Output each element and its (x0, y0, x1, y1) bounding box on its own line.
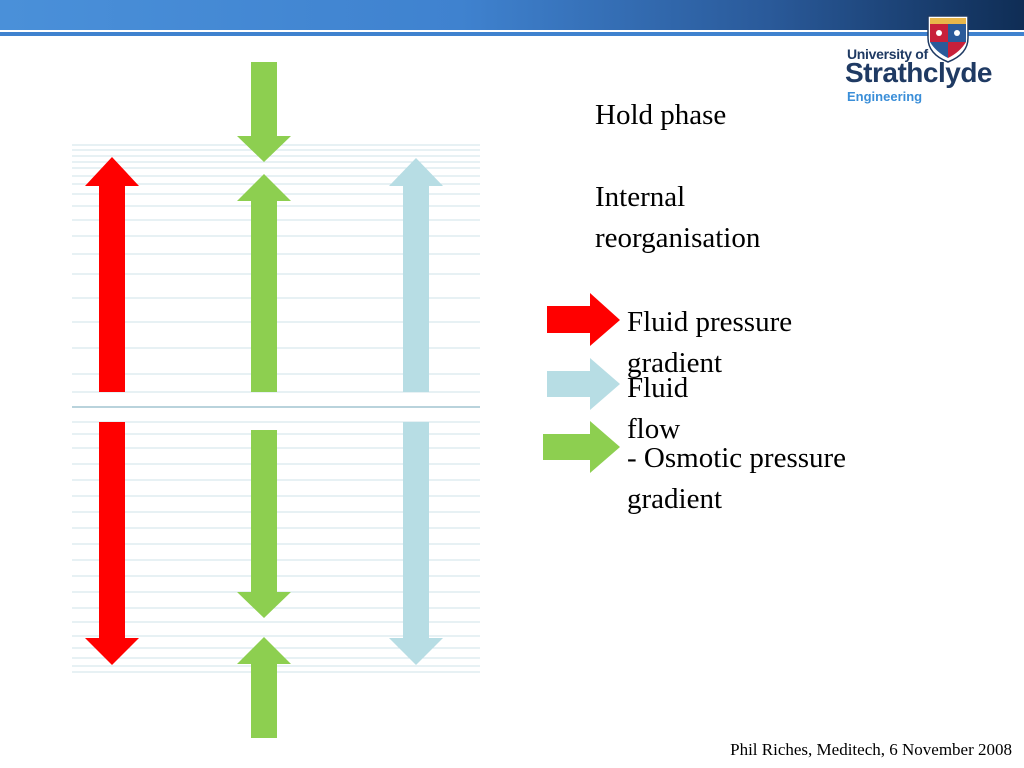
header-line (0, 32, 1024, 36)
crest-icon (927, 15, 969, 63)
fluid-flow-arrow-up (389, 158, 443, 392)
logo-text-strathclyde: Strathclyde (845, 57, 993, 88)
legend-fluid-pressure-arrow (547, 293, 620, 346)
logo-text-university-of: University of (847, 46, 928, 62)
legend-fluid-flow-label: Fluid flow (627, 372, 689, 445)
footer-text: Phil Riches, Meditech, 6 November 2008 (730, 740, 1012, 759)
fluid-flow-arrow-down (389, 422, 443, 665)
legend-fluid-pressure-label: Fluid pressure gradient (627, 306, 793, 379)
internal-reorganisation-label: Internal reorganisation (595, 181, 761, 254)
fluid-pressure-arrow-down (85, 422, 139, 665)
legend-osmotic-pressure-label: - Osmotic pressure gradient (627, 442, 847, 515)
hold-phase-label: Hold phase (595, 99, 727, 131)
osmotic-arrow-down-top (237, 62, 291, 162)
legend-fluid-flow-arrow (547, 358, 620, 410)
header-bar (0, 0, 1024, 30)
logo-text-engineering: Engineering (847, 89, 923, 104)
osmotic-arrow-up-top (237, 174, 291, 392)
osmotic-arrow-up-bottom (237, 637, 291, 738)
university-logo (927, 15, 969, 63)
legend-osmotic-arrow (543, 421, 620, 473)
osmotic-arrow-down-bottom (237, 430, 291, 618)
fluid-pressure-arrow-up (85, 157, 139, 392)
